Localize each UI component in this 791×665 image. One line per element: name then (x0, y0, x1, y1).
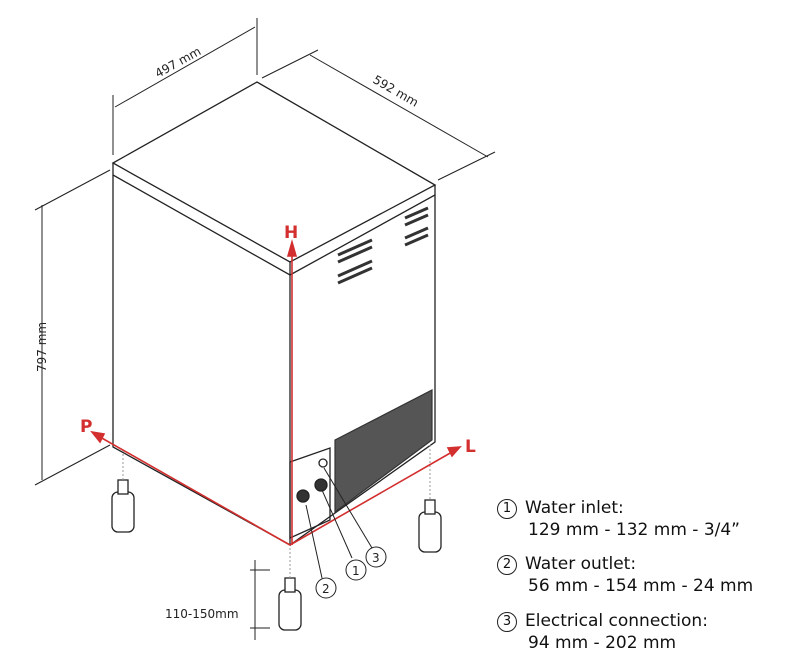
foot-front (278, 577, 302, 631)
axis-p-arrowhead (90, 430, 106, 444)
electrical-connector (318, 458, 328, 468)
left-face (112, 175, 291, 547)
foot-left (111, 479, 135, 533)
legend-number: 3 (497, 612, 517, 632)
right-face (289, 195, 436, 546)
feet-dimension: 110-150mm (165, 607, 239, 621)
axis-h-label: H (284, 223, 298, 243)
height-dimension: 797 mm (35, 322, 49, 372)
condenser-grille (334, 389, 433, 514)
callout-2-circle (315, 577, 337, 599)
foot-guide-lines (122, 445, 431, 578)
connection-panel (289, 447, 331, 540)
legend-electrical: 3 Electrical connection: 94 mm - 202 mm (497, 610, 708, 654)
callout-leader-lines (305, 467, 373, 579)
dimension-lines (34, 18, 496, 640)
width-dimension: 497 mm (153, 44, 204, 81)
callout-3-circle (365, 546, 387, 568)
axis-p (99, 436, 291, 546)
top-face (111, 81, 437, 263)
foot-right (418, 499, 442, 553)
legend-water-outlet: 2 Water outlet: 56 mm - 154 mm - 24 mm (497, 553, 753, 597)
axis-l (289, 451, 453, 546)
water-inlet-connector (314, 478, 328, 492)
legend-number: 1 (497, 499, 517, 519)
axis-h-arrowhead (286, 239, 298, 257)
legend-title: Water inlet: (525, 498, 624, 518)
legend-detail: 129 mm - 132 mm - 3/4” (528, 520, 740, 540)
callout-1-circle (345, 559, 367, 581)
legend-title: Water outlet: (525, 554, 637, 574)
callout-2: 2 (322, 582, 330, 596)
legend-detail: 56 mm - 154 mm - 24 mm (528, 576, 754, 596)
callout-1: 1 (352, 564, 360, 578)
top-vents (337, 206, 429, 285)
axis-l-arrowhead (446, 446, 462, 458)
legend-detail: 94 mm - 202 mm (528, 633, 677, 653)
axis-p-label: P (80, 417, 92, 437)
axis-l-label: L (465, 437, 476, 457)
legend-number: 2 (497, 555, 517, 575)
legend-water-inlet: 1 Water inlet: 129 mm - 132 mm - 3/4” (497, 497, 740, 541)
water-outlet-connector (296, 489, 310, 503)
callout-3: 3 (372, 551, 380, 565)
legend-title: Electrical connection: (525, 611, 708, 631)
